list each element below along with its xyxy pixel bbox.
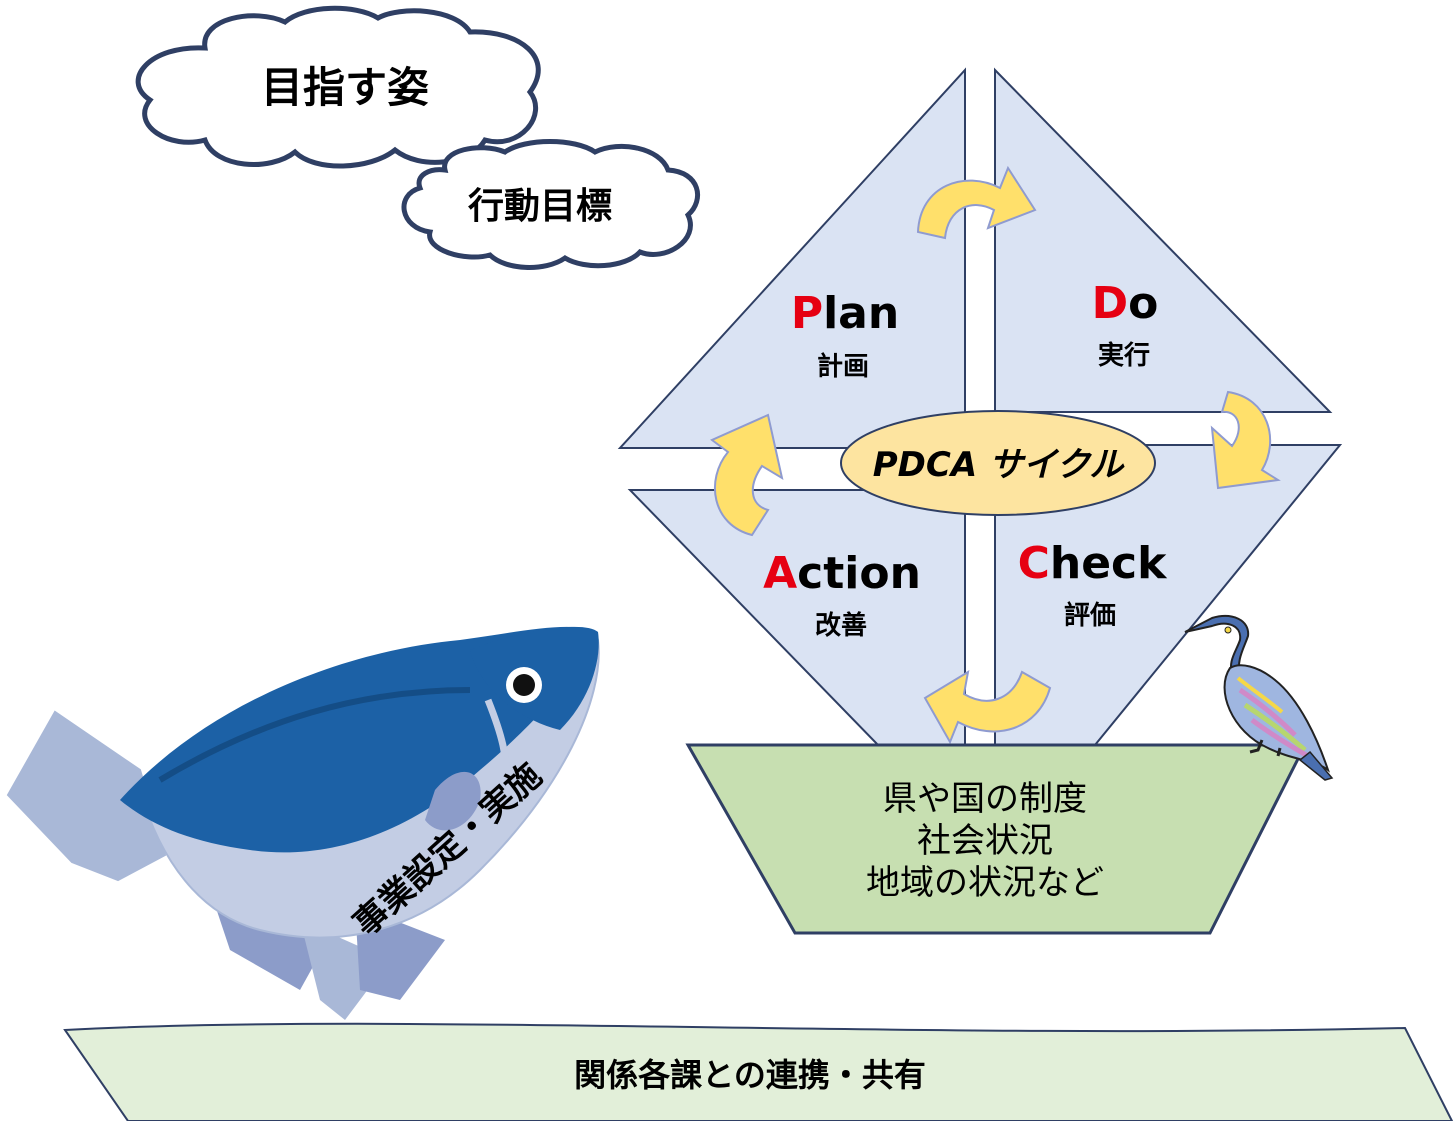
action-rest: ction: [797, 548, 921, 599]
plan-jp: 計画: [817, 351, 869, 382]
svg-text:Do: Do: [1092, 278, 1159, 329]
sail-plan: [617, 67, 966, 449]
sail-do: [994, 67, 1333, 413]
cormorant-illustration: [1184, 615, 1334, 781]
action-initial: A: [763, 548, 797, 599]
label-action: Action 改善: [763, 548, 921, 641]
check-rest: heck: [1050, 538, 1168, 589]
boat-line-1: 県や国の制度: [883, 779, 1087, 819]
do-initial: D: [1092, 278, 1129, 329]
do-jp: 実行: [1098, 340, 1150, 371]
pdca-center: PDCA サイクル: [840, 410, 1156, 516]
check-jp: 評価: [1064, 600, 1116, 631]
cycle-arrows: [710, 165, 1281, 745]
arrow-do-to-check: [1210, 390, 1281, 490]
plan-rest: lan: [823, 288, 899, 339]
cloud-action-target: 行動目標: [401, 139, 701, 270]
sails: [617, 67, 1343, 746]
svg-text:Plan: Plan: [791, 288, 899, 339]
arrow-check-to-action: [923, 669, 1052, 745]
svg-text:Check: Check: [1018, 538, 1169, 589]
pdca-center-label: PDCA サイクル: [873, 445, 1126, 485]
label-plan: Plan 計画: [791, 288, 899, 382]
label-check: Check 評価: [1018, 538, 1169, 631]
boat-line-2: 社会状況: [917, 821, 1053, 861]
arrow-action-to-plan: [710, 413, 784, 537]
boat: 県や国の制度 社会状況 地域の状況など: [685, 743, 1308, 935]
fish-illustration: 事業設定・実施: [6, 626, 600, 1020]
plan-initial: P: [791, 288, 823, 339]
action-jp: 改善: [815, 610, 867, 641]
check-initial: C: [1018, 538, 1050, 589]
banner-label: 関係各課との連携・共有: [574, 1056, 926, 1094]
banner: 関係各課との連携・共有: [63, 1022, 1454, 1121]
arrow-plan-to-do: [916, 165, 1037, 240]
do-rest: o: [1128, 278, 1158, 329]
label-do: Do 実行: [1092, 278, 1159, 371]
cloud-goal: 目指す姿: [135, 5, 541, 169]
boat-line-3: 地域の状況など: [866, 863, 1104, 903]
svg-text:Action: Action: [763, 548, 921, 599]
cloud-action-target-label: 行動目標: [468, 186, 612, 227]
sail-action: [627, 489, 966, 746]
cloud-goal-label: 目指す姿: [261, 63, 429, 112]
